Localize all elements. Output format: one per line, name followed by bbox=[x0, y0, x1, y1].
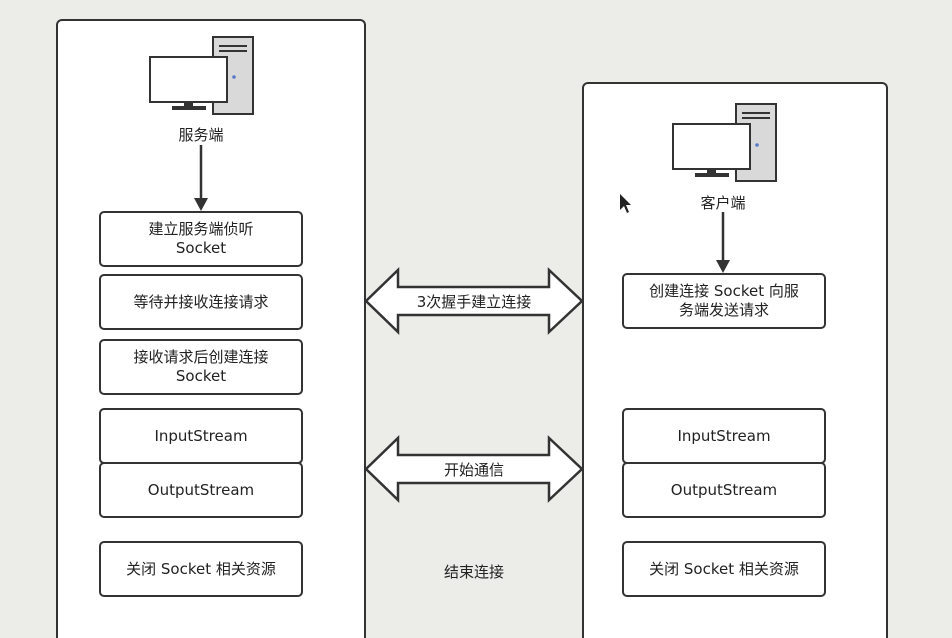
server-computer-icon bbox=[149, 36, 254, 115]
handshake-label: 3次握手建立连接 bbox=[416, 293, 532, 311]
client-outputstream: OutputStream bbox=[622, 462, 826, 518]
server-step-wait-accept: 等待并接收连接请求 bbox=[99, 274, 303, 330]
server-step-listen-socket: 建立服务端侦听 Socket bbox=[99, 211, 303, 267]
server-outputstream: OutputStream bbox=[99, 462, 303, 518]
client-computer-icon bbox=[672, 103, 777, 182]
server-inputstream: InputStream bbox=[99, 408, 303, 464]
mouse-cursor-icon bbox=[620, 194, 631, 213]
communicate-double-arrow bbox=[364, 435, 584, 503]
client-step-create-socket: 创建连接 Socket 向服 务端发送请求 bbox=[622, 273, 826, 329]
close-connection-label: 结束连接 bbox=[443, 563, 505, 581]
client-close-socket: 关闭 Socket 相关资源 bbox=[622, 541, 826, 597]
server-close-socket: 关闭 Socket 相关资源 bbox=[99, 541, 303, 597]
server-down-arrow bbox=[194, 145, 208, 211]
client-down-arrow bbox=[716, 212, 730, 273]
handshake-double-arrow bbox=[364, 267, 584, 335]
communicate-label: 开始通信 bbox=[443, 461, 505, 479]
client-inputstream: InputStream bbox=[622, 408, 826, 464]
server-step-create-socket: 接收请求后创建连接 Socket bbox=[99, 339, 303, 395]
client-label: 客户端 bbox=[700, 194, 746, 212]
server-label: 服务端 bbox=[178, 126, 224, 144]
